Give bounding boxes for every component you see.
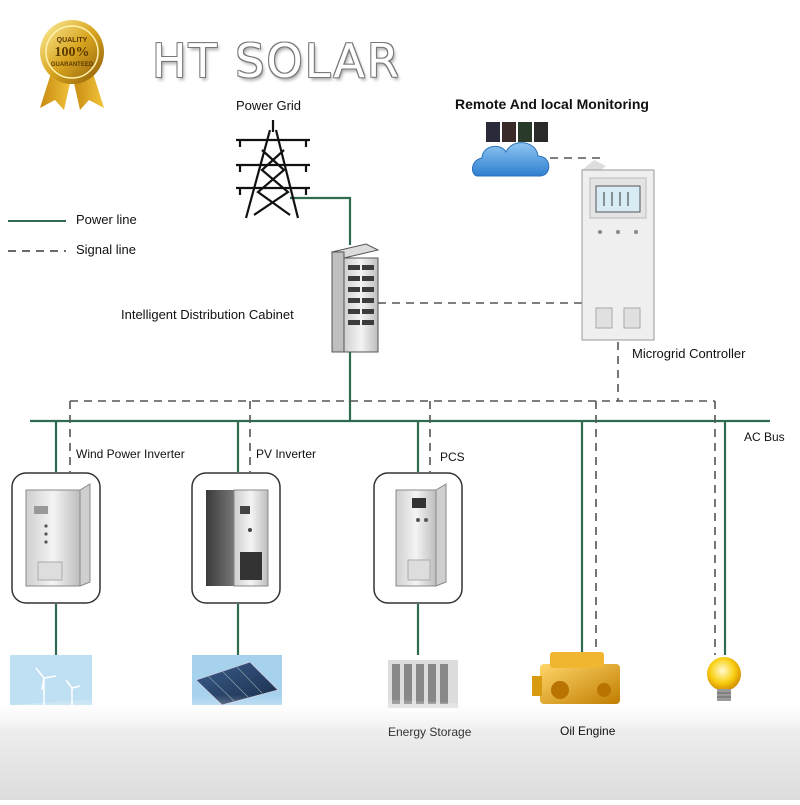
oil-engine-label: Oil Engine bbox=[560, 724, 616, 738]
bottom-fade bbox=[0, 694, 800, 800]
pv-inverter-frame bbox=[191, 472, 281, 604]
pv-inverter-icon bbox=[206, 489, 269, 587]
microgrid-controller-icon bbox=[581, 160, 655, 341]
legend-power-line-label: Power line bbox=[76, 212, 137, 227]
grid-to-cabinet-line bbox=[290, 196, 352, 245]
wind-inverter-label: Wind Power Inverter bbox=[76, 447, 185, 461]
legend bbox=[8, 220, 66, 252]
power-grid-label: Power Grid bbox=[236, 98, 302, 113]
monitoring-label: Remote And local Monitoring bbox=[455, 96, 649, 112]
cloud-monitoring-icon bbox=[472, 122, 550, 177]
pcs-label: PCS bbox=[440, 450, 465, 464]
microgrid-controller-label: Microgrid Controller bbox=[632, 346, 746, 361]
badge-bottom-text: GUARANTEED bbox=[51, 62, 94, 68]
light-bulb-icon bbox=[707, 657, 741, 701]
distribution-cabinet-icon bbox=[330, 243, 380, 353]
pcs-icon bbox=[395, 483, 447, 587]
brand-title: HT SOLAR bbox=[152, 34, 401, 88]
power-lines bbox=[30, 196, 770, 655]
oil-engine-icon bbox=[532, 652, 620, 704]
energy-storage-label: Energy Storage bbox=[388, 725, 472, 739]
badge-middle-text: 100% bbox=[55, 45, 90, 60]
signal-lines bbox=[69, 157, 716, 655]
wind-inverter-icon bbox=[25, 483, 91, 587]
pcs-frame bbox=[373, 472, 463, 604]
quality-badge: QUALITY 100% GUARANTEED bbox=[40, 20, 104, 110]
pv-inverter-label: PV Inverter bbox=[256, 447, 317, 461]
wind-turbine-icon bbox=[10, 655, 92, 705]
legend-signal-line-label: Signal line bbox=[76, 242, 136, 257]
distribution-cabinet-label: Intelligent Distribution Cabinet bbox=[121, 307, 294, 322]
energy-storage-icon bbox=[388, 660, 458, 708]
wind-inverter-frame bbox=[11, 472, 101, 604]
ac-bus-label: AC Bus bbox=[744, 430, 785, 444]
power-grid-tower-icon bbox=[236, 120, 310, 219]
badge-top-text: QUALITY bbox=[57, 37, 88, 44]
